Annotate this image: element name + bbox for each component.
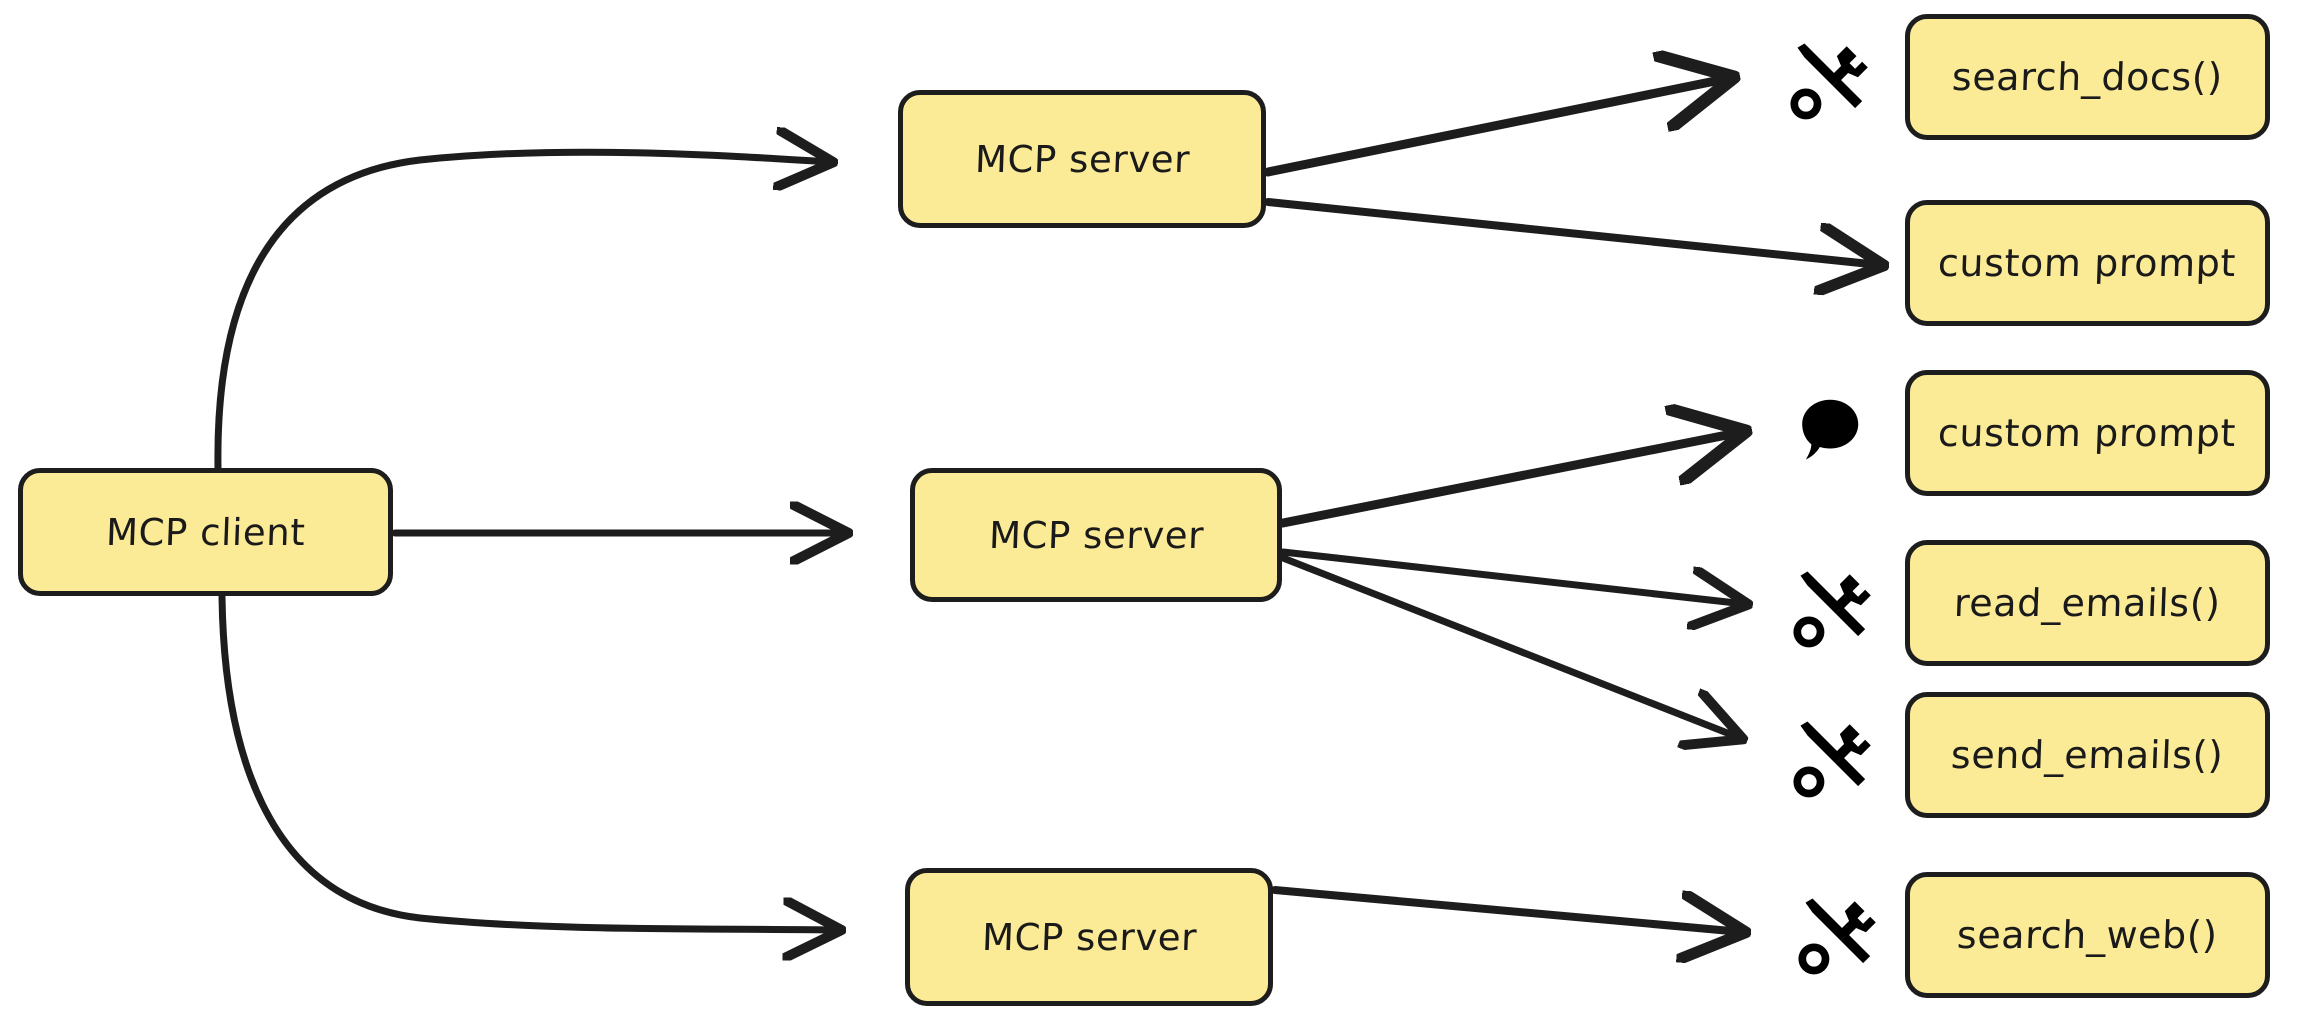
node-capability-search-web[interactable]: search_web() <box>1905 872 2270 998</box>
node-mcp-server-2-label: MCP server <box>987 513 1205 557</box>
node-capability-search-docs-label: search_docs() <box>1951 55 2224 99</box>
node-capability-send-emails[interactable]: send_emails() <box>1905 692 2270 818</box>
tool-icon <box>1793 721 1871 798</box>
edge-server-1-to-search-docs <box>1263 78 1730 177</box>
edge-server-2-to-send-emails <box>1279 554 1740 738</box>
node-mcp-client[interactable]: MCP client <box>18 468 393 596</box>
edge-server-2-to-custom-prompt-2 <box>1278 432 1742 528</box>
edge-server-2-to-read-emails <box>1279 548 1745 604</box>
edge-server-1-to-custom-prompt-1 <box>1264 198 1880 265</box>
node-capability-custom-prompt-2[interactable]: custom prompt <box>1905 370 2270 496</box>
node-capability-custom-prompt-2-label: custom prompt <box>1937 411 2238 455</box>
node-mcp-server-1-label: MCP server <box>973 137 1191 181</box>
node-capability-read-emails[interactable]: read_emails() <box>1905 540 2270 666</box>
tool-icon <box>1793 571 1871 648</box>
tool-icon <box>1790 43 1868 120</box>
node-capability-search-docs[interactable]: search_docs() <box>1905 14 2270 140</box>
edge-server-3-to-search-web <box>1271 886 1742 932</box>
node-capability-read-emails-label: read_emails() <box>1953 581 2222 625</box>
edge-client-to-server-3 <box>218 593 838 930</box>
node-mcp-server-2[interactable]: MCP server <box>910 468 1282 602</box>
prompt-icon <box>1802 399 1859 460</box>
node-mcp-server-3[interactable]: MCP server <box>905 868 1273 1006</box>
node-capability-custom-prompt-1-label: custom prompt <box>1937 241 2238 285</box>
node-mcp-server-1[interactable]: MCP server <box>898 90 1266 228</box>
tool-icon <box>1798 898 1876 975</box>
edge-client-to-server-1 <box>214 152 830 472</box>
node-mcp-client-label: MCP client <box>105 510 306 554</box>
node-mcp-server-3-label: MCP server <box>980 915 1198 959</box>
node-capability-search-web-label: search_web() <box>1956 913 2219 957</box>
node-capability-send-emails-label: send_emails() <box>1950 733 2225 777</box>
node-capability-custom-prompt-1[interactable]: custom prompt <box>1905 200 2270 326</box>
